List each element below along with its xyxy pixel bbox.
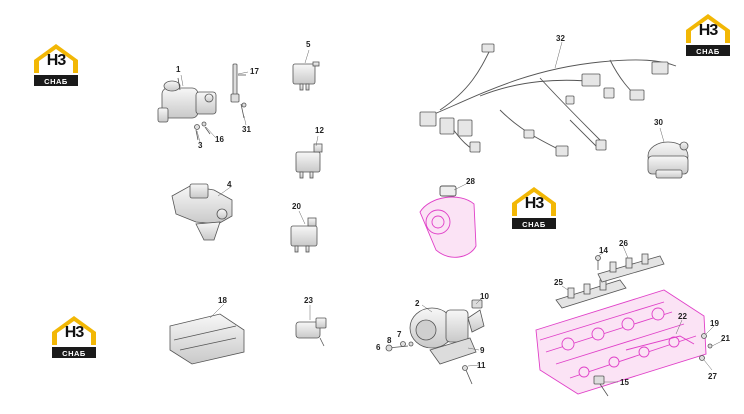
sensor-23-part [295,317,327,347]
bolts-6-7-8-part [385,341,414,352]
control-unit-part [169,313,245,365]
callout-26: 26 [619,239,628,248]
callout-31: 31 [242,125,251,134]
callout-27: 27 [708,372,717,381]
wiring-harness-part [419,49,677,153]
callout-5: 5 [306,40,311,49]
callout-28: 28 [466,177,475,186]
callout-1: 1 [176,65,181,74]
small-bolts-part [194,121,211,141]
logo-mark: H3 [64,324,84,341]
relay-20-part [290,217,318,253]
callout-3: 3 [198,141,203,150]
logo-text: СНАБ [522,220,546,229]
alternator-part [409,307,485,349]
bolt-14-part [595,255,601,270]
callout-7: 7 [397,330,402,339]
cylinder-head-part [535,289,707,395]
callout-2: 2 [415,299,420,308]
starter-motor-part [157,77,217,123]
callout-30: 30 [654,118,663,127]
callout-9: 9 [480,346,485,355]
injector-rail-25-part [555,279,627,309]
injector-rail-26-part [597,253,665,283]
callout-16: 16 [215,135,224,144]
callout-6: 6 [376,343,381,352]
callout-19: 19 [710,319,719,328]
callout-20: 20 [292,202,301,211]
pipe-22-part [625,335,695,351]
callout-32: 32 [556,34,565,43]
callout-21: 21 [721,334,730,343]
callout-14: 14 [599,246,608,255]
relay-12-part [295,143,323,179]
solenoid-rod-part [230,63,247,119]
brand-logo-bottom-left: H3 СНАБ [46,312,102,362]
alternator-bracket-part [429,299,483,385]
sensor-15-part [593,375,609,397]
logo-mark: H3 [524,195,544,212]
brand-logo-center: H3 СНАБ [506,183,562,233]
callout-12: 12 [315,126,324,135]
fittings-19-21-27-part [699,333,713,361]
callout-17: 17 [250,67,259,76]
leader-lines [180,41,725,383]
pump-30-part [647,141,689,179]
thermostat-housing-part [419,185,477,258]
logo-text: СНАБ [44,77,68,86]
logo-mark: H3 [698,22,718,39]
harness-connectors [419,43,669,157]
logo-mark: H3 [46,52,66,69]
relay-5-part [292,61,320,91]
logo-text: СНАБ [62,349,86,358]
callout-11: 11 [477,361,486,370]
logo-text: СНАБ [696,47,720,56]
brand-logo-top-left: H3 СНАБ [28,40,84,90]
callout-18: 18 [218,296,227,305]
callout-23: 23 [304,296,313,305]
callout-22: 22 [678,312,687,321]
callout-10: 10 [480,292,489,301]
mounting-bracket-part [171,183,233,241]
callout-4: 4 [227,180,232,189]
brand-logo-top-right: H3 СНАБ [680,10,736,60]
callout-8: 8 [387,336,392,345]
callout-15: 15 [620,378,629,387]
callout-25: 25 [554,278,563,287]
